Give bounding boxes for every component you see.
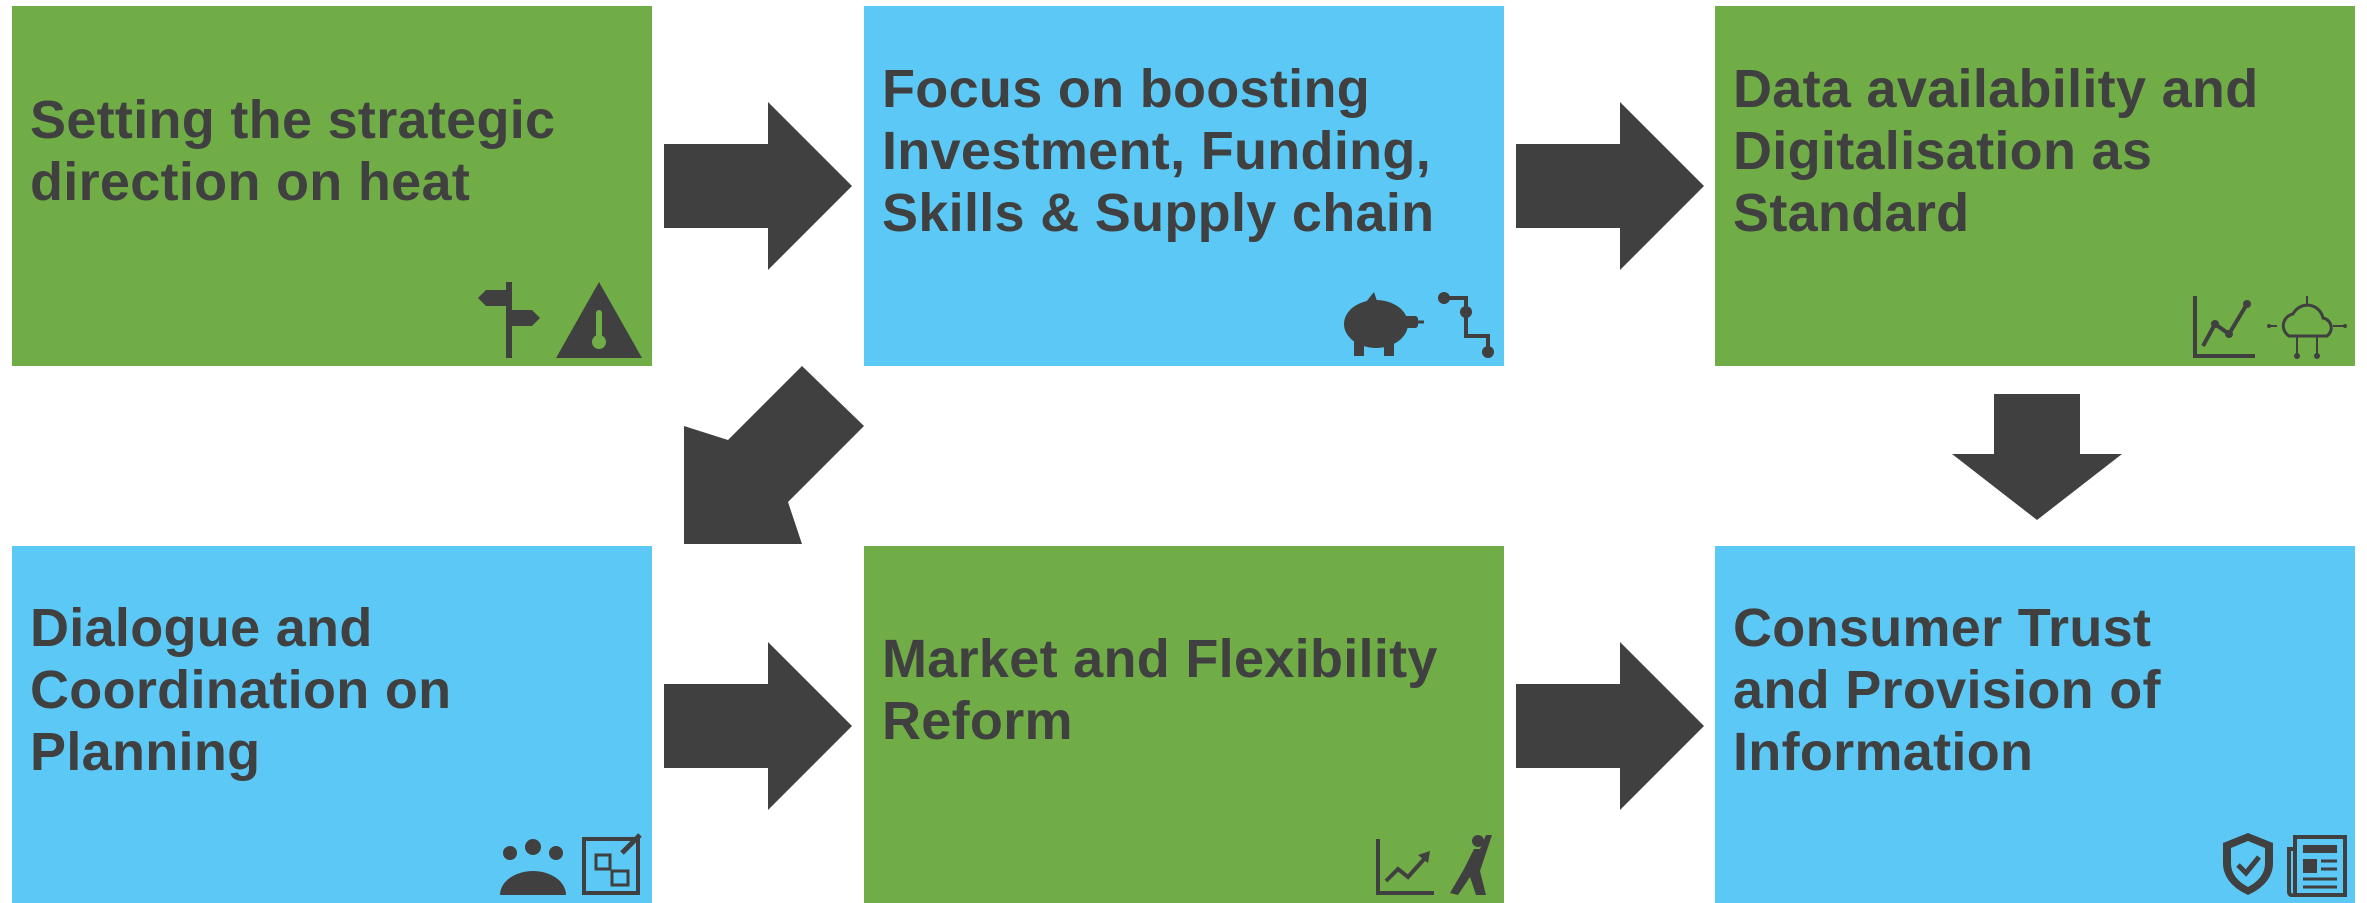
- arrow-right-1: [664, 102, 852, 270]
- shield-check-icon: [2223, 833, 2273, 895]
- line-chart-icon: [2193, 296, 2255, 358]
- meeting-group-icon: [500, 839, 566, 895]
- flexibility-person-icon: [1450, 835, 1492, 895]
- box-icons: [2191, 294, 2347, 360]
- warning-thermometer-icon: [556, 282, 642, 358]
- blueprint-plan-icon: [582, 833, 642, 895]
- box-label: Consumer Trust and Provision of Informat…: [1733, 597, 2161, 782]
- box-label: Market and Flexibility Reform: [882, 628, 1438, 751]
- piggy-bank-icon: [1344, 292, 1424, 356]
- box-icons: [474, 280, 644, 360]
- signpost-icon: [478, 282, 540, 358]
- trend-chart-icon: [1376, 839, 1434, 895]
- box-label: Focus on boosting Investment, Funding, S…: [882, 59, 1435, 243]
- box-icons: [1374, 833, 1496, 897]
- box-label: Dialogue and Coordination on Planning: [30, 597, 452, 782]
- box-icons: [2219, 831, 2347, 897]
- box-label: Data availability and Digitalisation as …: [1733, 59, 2259, 243]
- box-icons: [1336, 290, 1496, 360]
- box-strategic-direction: Setting the strategic direction on heat: [12, 6, 652, 366]
- newspaper-icon: [2287, 835, 2347, 897]
- arrow-right-3: [664, 642, 852, 810]
- arrow-down-left: [684, 366, 864, 544]
- arrow-down: [1952, 394, 2122, 520]
- box-icons: [498, 831, 644, 897]
- box-market-flexibility: Market and Flexibility Reform: [864, 546, 1504, 903]
- box-investment-funding: Focus on boosting Investment, Funding, S…: [864, 6, 1504, 366]
- box-dialogue-planning: Dialogue and Coordination on Planning: [12, 546, 652, 903]
- box-data-digitalisation: Data availability and Digitalisation as …: [1715, 6, 2355, 366]
- cloud-network-icon: [2267, 296, 2347, 359]
- arrow-right-4: [1516, 642, 1704, 810]
- arrow-right-2: [1516, 102, 1704, 270]
- supply-chain-path-icon: [1438, 292, 1494, 358]
- box-consumer-trust: Consumer Trust and Provision of Informat…: [1715, 546, 2355, 903]
- box-label: Setting the strategic direction on heat: [30, 90, 556, 212]
